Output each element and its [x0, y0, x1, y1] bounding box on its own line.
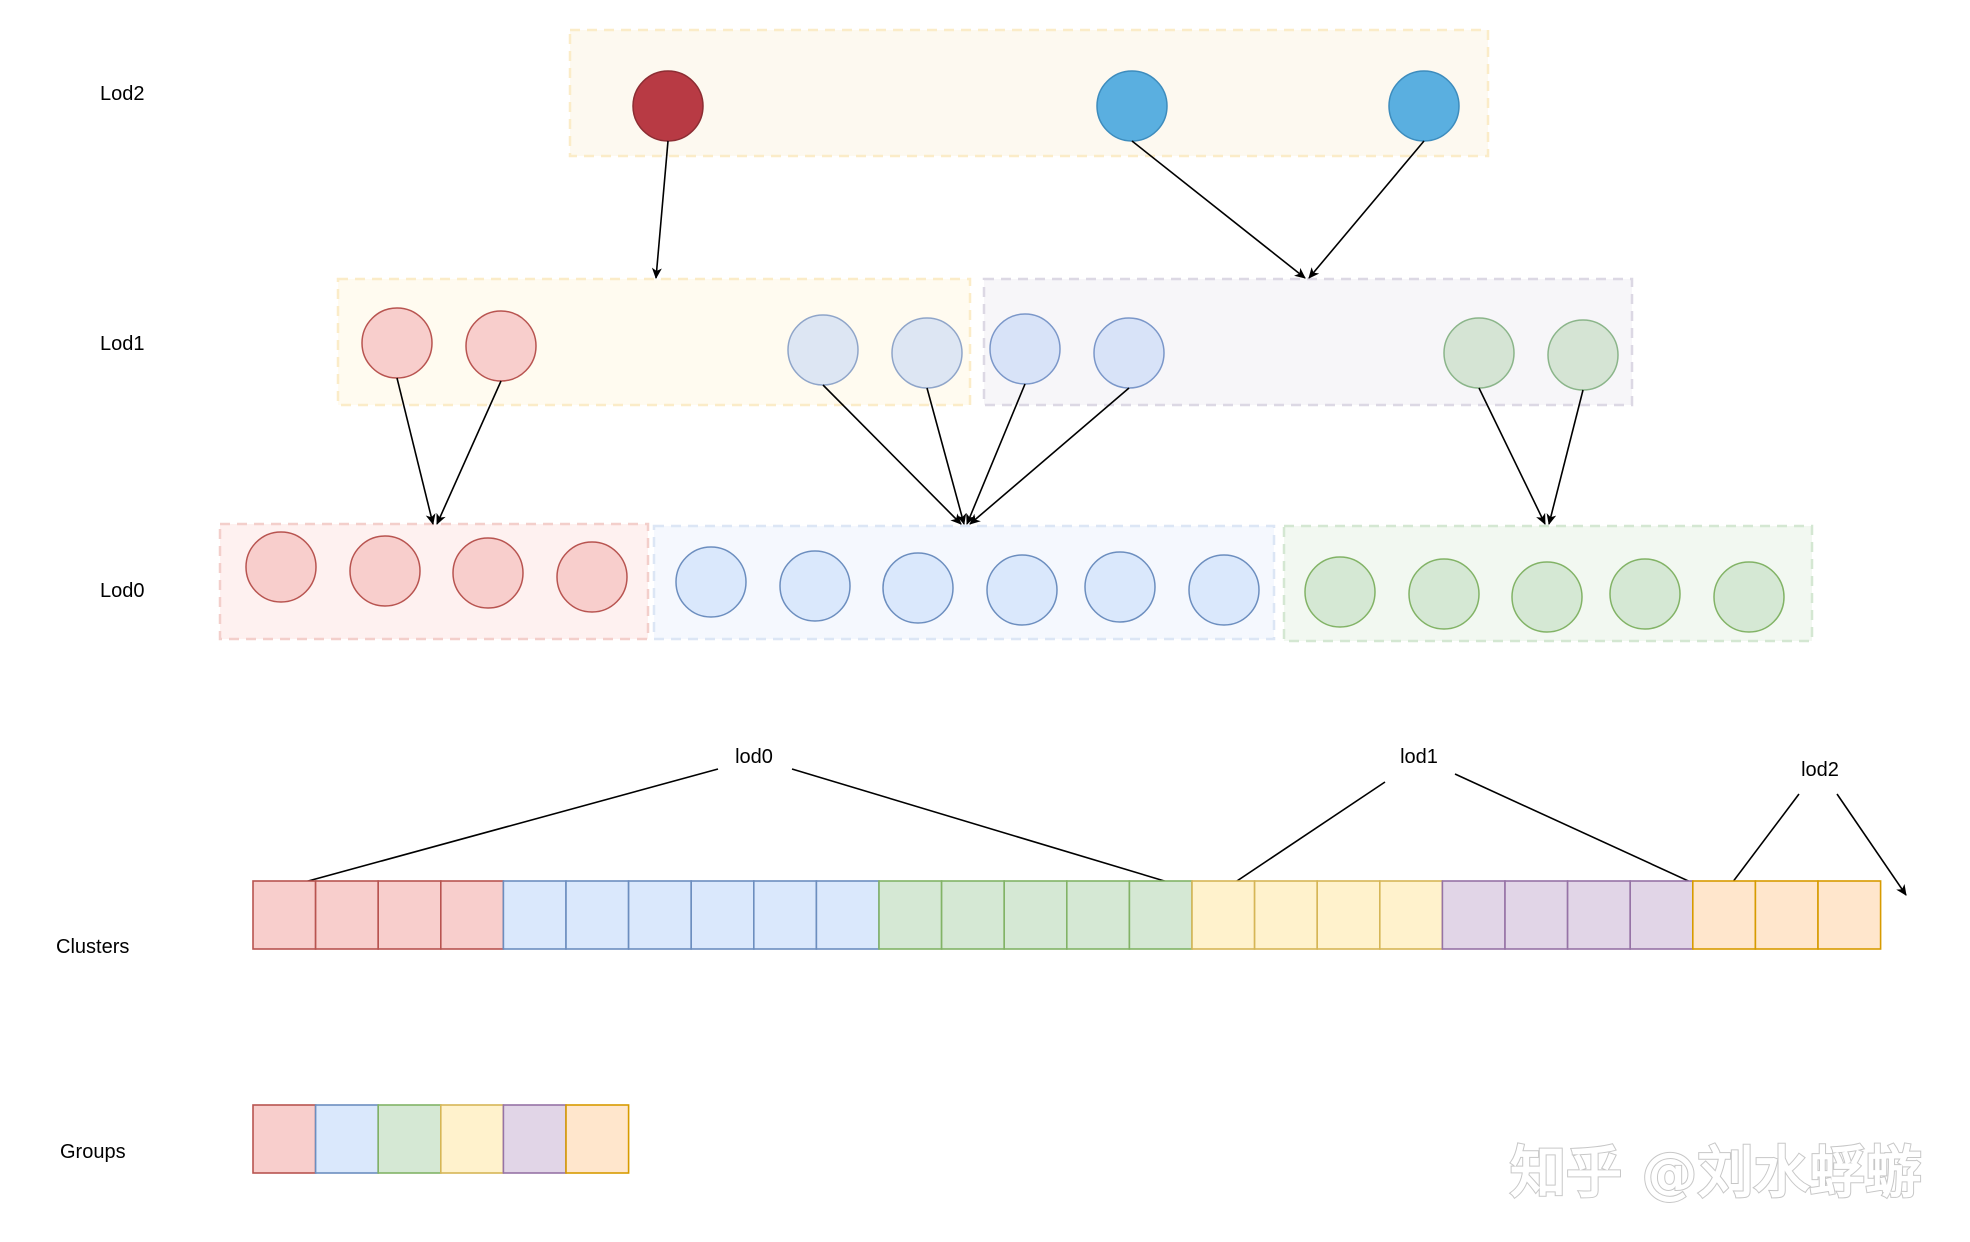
- annotation-arrow: [1836, 793, 1907, 896]
- lod1-node-green: [1547, 319, 1619, 391]
- clusters-array: [252, 880, 1882, 950]
- cluster-cell-green: [1066, 880, 1131, 950]
- cluster-cell-blue: [752, 880, 818, 950]
- lod0-node-green: [1304, 556, 1376, 628]
- edge-arrow: [1478, 387, 1546, 525]
- lod1-group-box-right: [982, 277, 1634, 407]
- cluster-cell-green: [1003, 880, 1068, 950]
- annotation-arrow: [1215, 781, 1386, 896]
- edge-arrow: [1308, 140, 1425, 279]
- edge-arrow: [1546, 389, 1584, 525]
- group-cell-blue: [314, 1104, 380, 1174]
- lod1-node-blue: [787, 314, 859, 386]
- edge-arrow: [966, 383, 1026, 525]
- cluster-cell-purple: [1504, 880, 1569, 950]
- lod1-node-red: [465, 310, 537, 382]
- lod0-node-red: [349, 535, 421, 607]
- lod2-group-box: [568, 28, 1490, 158]
- lod2-node-blue: [1388, 70, 1460, 142]
- lod1-annotation-label: lod1: [1400, 746, 1438, 768]
- lod2-node-red: [632, 70, 704, 142]
- cluster-cell-orange: [1692, 880, 1757, 950]
- cluster-cell-purple: [1441, 880, 1506, 950]
- lod0-node-red: [556, 541, 628, 613]
- lod0-node-blue: [882, 552, 954, 624]
- lod1-node-blue: [891, 317, 963, 389]
- edge-arrow: [926, 387, 967, 525]
- lod0-node-red: [452, 537, 524, 609]
- lod1-node-blue: [989, 313, 1061, 385]
- group-cell-purple: [502, 1104, 567, 1174]
- lod1-group-box-left: [336, 277, 972, 407]
- edge-arrow: [651, 140, 669, 279]
- lod0-node-green: [1609, 558, 1681, 630]
- cluster-cell-red: [377, 880, 442, 950]
- groups-row-label: Groups: [60, 1141, 126, 1163]
- cluster-cell-red: [252, 880, 317, 950]
- cluster-cell-red: [314, 880, 380, 950]
- lod0-node-blue: [986, 554, 1058, 626]
- lod0-node-green: [1511, 561, 1583, 633]
- lod1-row-label: Lod1: [100, 333, 145, 355]
- lod0-node-green: [1408, 558, 1480, 630]
- annotation-arrow: [1722, 793, 1800, 896]
- lod2-node-blue: [1096, 70, 1168, 142]
- lod2-row-label: Lod2: [100, 83, 145, 105]
- annotation-arrow: [791, 768, 1212, 897]
- lod0-row-label: Lod0: [100, 580, 145, 602]
- lod0-node-blue: [779, 550, 851, 622]
- groups-array: [252, 1104, 630, 1174]
- clusters-row-label: Clusters: [56, 936, 129, 958]
- group-cell-yellow: [439, 1104, 505, 1174]
- annotation-arrow: [1454, 773, 1720, 896]
- watermark-text: 知乎 @刘水蜉蝣: [1510, 1141, 1922, 1206]
- cluster-cell-red: [439, 880, 505, 950]
- cluster-cell-orange: [1817, 880, 1882, 950]
- cluster-cell-blue: [815, 880, 880, 950]
- edge-arrow: [969, 387, 1130, 525]
- cluster-cell-yellow: [1253, 880, 1318, 950]
- annotation-arrow: [256, 768, 719, 898]
- cluster-cell-blue: [565, 880, 630, 950]
- lod0-group-box-blue: [652, 524, 1276, 641]
- cluster-cell-green: [878, 880, 943, 950]
- lod0-node-green: [1713, 561, 1785, 633]
- lod1-node-green: [1443, 317, 1515, 389]
- cluster-cell-blue: [690, 880, 755, 950]
- cluster-cell-purple: [1629, 880, 1694, 950]
- lod2-annotation-label: lod2: [1801, 759, 1839, 781]
- lod0-annotation-label: lod0: [735, 746, 773, 768]
- group-cell-orange: [565, 1104, 630, 1174]
- cluster-cell-yellow: [1191, 880, 1256, 950]
- cluster-cell-purple: [1566, 880, 1631, 950]
- cluster-cell-yellow: [1379, 880, 1444, 950]
- lod0-node-red: [245, 531, 317, 603]
- cluster-cell-orange: [1754, 880, 1819, 950]
- group-cell-red: [252, 1104, 317, 1174]
- cluster-cell-green: [940, 880, 1005, 950]
- cluster-cell-yellow: [1316, 880, 1381, 950]
- edge-arrow: [436, 380, 502, 525]
- lod0-node-blue: [1188, 554, 1260, 626]
- cluster-cell-blue: [627, 880, 692, 950]
- edge-arrow: [822, 384, 962, 525]
- group-cell-green: [377, 1104, 442, 1174]
- cluster-cell-green: [1128, 880, 1193, 950]
- cluster-cell-blue: [502, 880, 567, 950]
- lod1-node-red: [361, 307, 433, 379]
- lod0-node-blue: [1084, 551, 1156, 623]
- lod0-node-blue: [675, 546, 747, 618]
- lod1-node-blue: [1093, 317, 1165, 389]
- edge-arrow: [396, 377, 436, 525]
- edge-arrow: [1131, 140, 1306, 279]
